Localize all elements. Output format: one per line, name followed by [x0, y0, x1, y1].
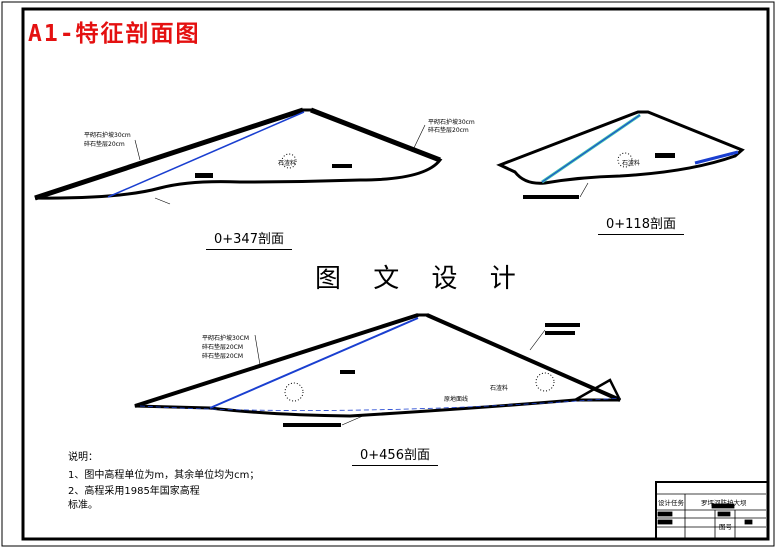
dam-outline: [134, 313, 621, 418]
section-0456: [134, 313, 622, 427]
center-caption: 图 文 设 计: [315, 264, 528, 294]
inner-border: [21, 7, 770, 541]
page-title: A1-特征剖面图: [28, 21, 201, 47]
annotation: 平砌石护坡30cm: [428, 119, 475, 126]
annotation: 碎石垫层20cm: [428, 127, 469, 134]
label-block: [195, 173, 213, 178]
note-item: 1、图中高程单位为m，其余单位均为cm；: [68, 470, 260, 481]
title-block: 设计任务 罗坪河防护大坝 图号: [655, 481, 767, 540]
ground-line: [139, 397, 621, 411]
annotation: 石渣料: [278, 160, 297, 167]
label-block: [523, 195, 579, 199]
section-label-0347: 0+347剖面: [206, 228, 292, 250]
lining-line: [541, 114, 641, 183]
title-block-cell: 设计任务: [658, 499, 684, 507]
annotation: 平砌石护坡30cm: [84, 132, 131, 139]
section-0118: [496, 110, 745, 199]
annotation: 平砌石护坡30CM: [202, 335, 250, 342]
dam-outline: [34, 108, 443, 200]
title-block-cell: 罗坪河防护大坝: [701, 499, 747, 507]
slope-protection: [34, 107, 304, 201]
section-0347: [34, 107, 443, 205]
note-item: 2、高程采用1985年国家高程: [68, 486, 200, 497]
title-block-grid: [655, 493, 766, 540]
section-label-0456: 0+456剖面: [352, 444, 438, 466]
downstream-slope: [310, 107, 441, 163]
label-block: [283, 423, 341, 427]
annotation: 碎石垫层20cm: [84, 141, 125, 148]
annotation: 石渣料: [490, 385, 509, 392]
annotation: 原地面线: [444, 396, 469, 403]
annotation: 碎石垫层20CM: [202, 344, 244, 351]
annotation: 石渣料: [622, 160, 641, 167]
label-block: [332, 164, 352, 168]
title-block-cell: 图号: [719, 523, 732, 531]
label-block: [655, 153, 675, 158]
lining-line: [107, 111, 305, 198]
dam-outline: [496, 110, 745, 185]
section-label-0118: 0+118剖面: [598, 213, 684, 235]
note-item: 标准。: [68, 500, 98, 511]
annotation: 碎石垫层20CM: [202, 353, 244, 360]
toe-lining: [694, 150, 739, 165]
lining-line: [209, 317, 419, 409]
notes-heading: 说明：: [68, 452, 98, 463]
